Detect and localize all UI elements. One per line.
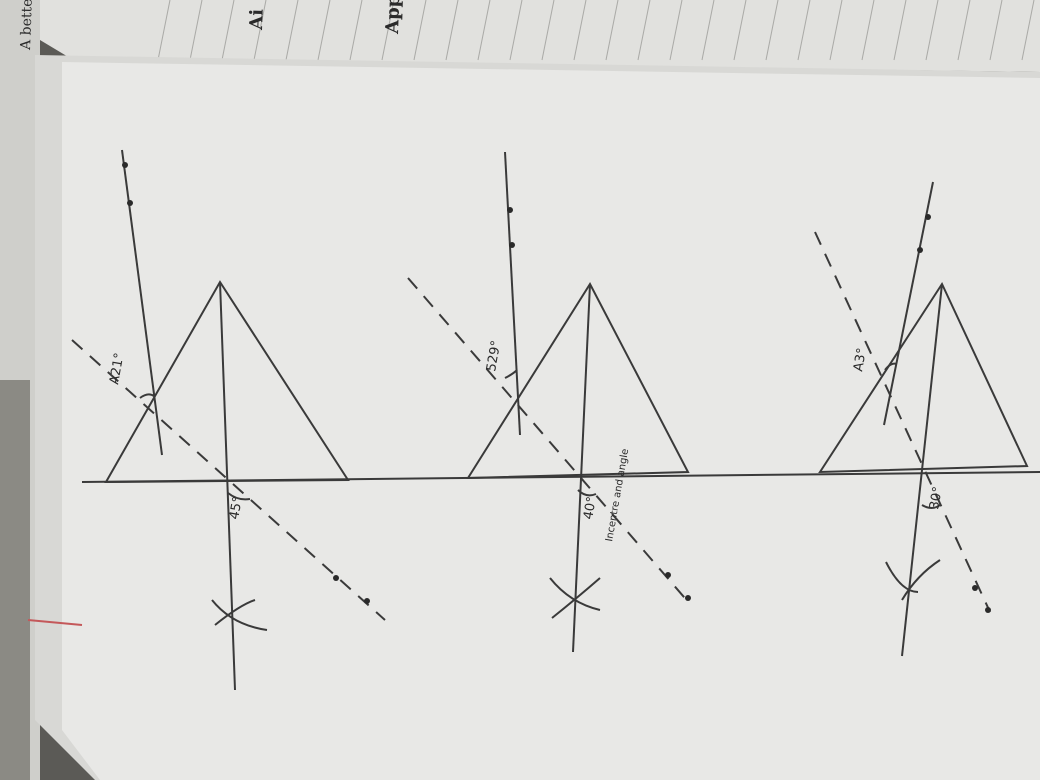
ruled-line	[733, 0, 747, 61]
altitude-line-3	[901, 283, 943, 657]
dashed-bisector-3	[814, 231, 991, 613]
angle-arc-2	[577, 489, 597, 497]
ruled-line	[477, 0, 491, 61]
point-2b	[509, 242, 515, 248]
point-1b	[127, 200, 133, 206]
ruled-line	[573, 0, 587, 61]
ruled-line	[253, 0, 267, 61]
ruled-line	[1021, 0, 1035, 61]
ruled-line	[605, 0, 619, 61]
ruled-line	[381, 0, 395, 61]
angle-arc-3-upper	[884, 362, 898, 371]
fig3-angle-lower: 30°	[927, 485, 946, 510]
ruled-line	[829, 0, 843, 61]
point-3a	[925, 214, 931, 220]
point-2d	[685, 595, 691, 601]
triangle-2	[466, 281, 690, 480]
altitude-line-2	[572, 283, 591, 653]
ruled-lines	[157, 0, 1035, 61]
ruled-line	[989, 0, 1003, 61]
arc-2a	[549, 577, 601, 611]
top-caption: A better	[18, 0, 36, 51]
fig2-angle-lower: 40°	[581, 495, 600, 520]
angle-arc-3	[921, 504, 941, 509]
point-2c	[665, 572, 671, 578]
ruled-line	[893, 0, 907, 61]
ruled-line	[189, 0, 203, 61]
ruled-line	[861, 0, 875, 61]
binder-shadow	[0, 380, 30, 780]
margin-label-1: Ai	[246, 8, 268, 31]
ruled-line	[349, 0, 363, 61]
point-1a	[122, 162, 128, 168]
ruled-line	[797, 0, 811, 61]
ruled-line	[701, 0, 715, 61]
arc-2b	[551, 577, 601, 619]
ruled-line	[317, 0, 331, 61]
point-3b	[917, 247, 923, 253]
ruled-line	[925, 0, 939, 61]
altitude-line-1	[219, 281, 236, 691]
ruled-line	[285, 0, 299, 61]
angle-arc-2-upper	[504, 369, 518, 379]
drawing-sheet	[62, 62, 1040, 780]
ruled-line	[157, 0, 171, 61]
ruled-line	[637, 0, 651, 61]
ruled-line	[669, 0, 683, 61]
figure-3	[814, 181, 1029, 657]
fig3-angle-upper: A3°	[851, 347, 870, 373]
ruled-line	[765, 0, 779, 61]
ruled-line	[509, 0, 523, 61]
construction-line-3	[883, 181, 934, 426]
fig1-angle-lower: 45°	[227, 495, 246, 520]
point-2a	[507, 207, 513, 213]
fig1-angle-upper: A21°	[107, 352, 127, 386]
arc-3b	[901, 559, 941, 601]
point-1c	[333, 575, 339, 581]
ruled-line	[957, 0, 971, 61]
arc-1a	[211, 599, 268, 631]
point-1d	[364, 598, 370, 604]
ruled-line	[541, 0, 555, 61]
point-3d	[985, 607, 991, 613]
dashed-bisector-1	[71, 339, 386, 621]
arc-1b	[214, 599, 256, 626]
ruled-line	[221, 0, 235, 61]
red-margin-mark	[27, 619, 83, 626]
figure-2	[407, 151, 691, 653]
construction-line-2	[504, 151, 521, 436]
arc-3a	[885, 561, 919, 593]
ruled-page	[40, 0, 1040, 72]
angle-arc-1-upper	[139, 393, 155, 399]
figure-1	[71, 149, 386, 691]
ruled-line	[445, 0, 459, 61]
point-3c	[972, 585, 978, 591]
ruled-line	[413, 0, 427, 61]
angle-arc-1	[227, 492, 251, 501]
margin-label-2: App	[382, 0, 404, 35]
fig2-angle-upper: 529°	[484, 339, 504, 372]
triangle-3	[818, 281, 1029, 474]
